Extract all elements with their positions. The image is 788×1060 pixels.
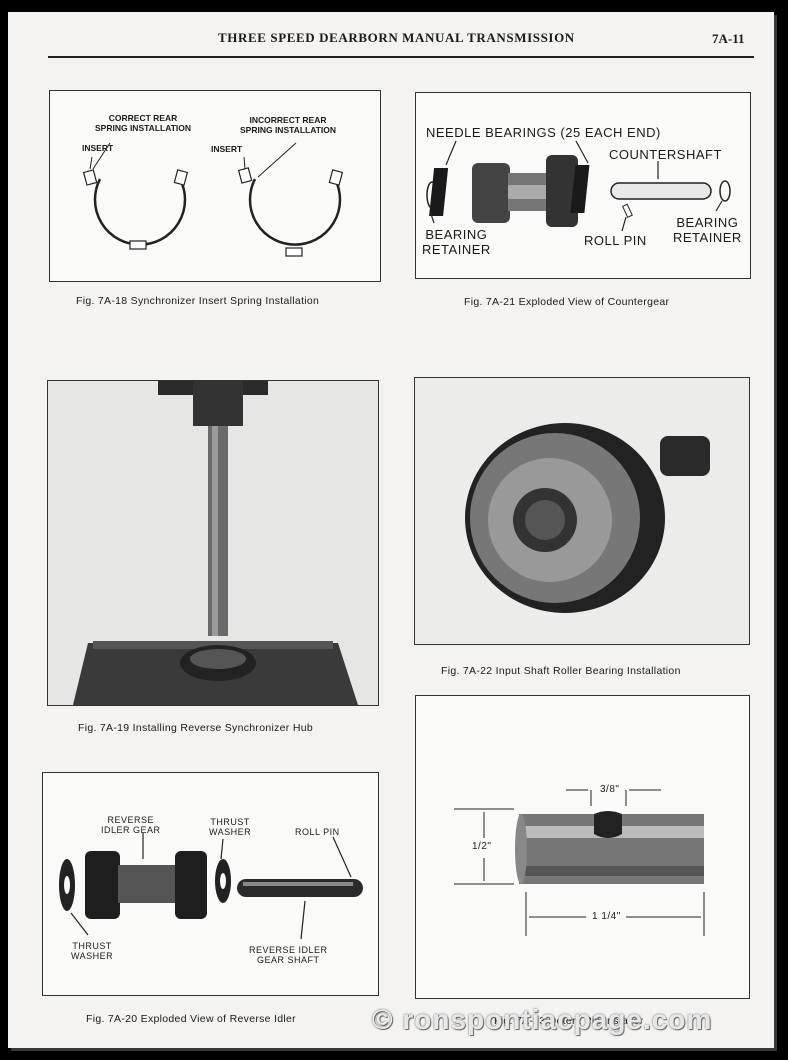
thrust-washer-top-label: THRUST WASHER <box>209 817 252 837</box>
roll-pin-label: ROLL PIN <box>584 233 647 248</box>
fig-7a-21-box: NEEDLE BEARINGS (25 EACH END) COUNTERSHA… <box>415 92 751 279</box>
synchronizer-spring-diagram <box>82 142 344 257</box>
bearing-retainer-right-label: BEARING RETAINER <box>673 215 742 245</box>
dim-three-eighths: 3/8" <box>600 784 620 795</box>
insert-label-left: INSERT <box>82 143 114 153</box>
fig-7a-19-photo <box>47 380 379 706</box>
roll-pin-label-20: ROLL PIN <box>295 827 340 837</box>
reverse-idler-gear-label: REVERSE IDLER GEAR <box>101 815 161 835</box>
dim-one-and-quarter: 1 1/4" <box>592 911 621 922</box>
bearing-retainer-left-label: BEARING RETAINER <box>422 227 491 257</box>
fig-7a-21-caption: Fig. 7A-21 Exploded View of Countergear <box>464 296 670 308</box>
fig-7a-22-photo <box>414 377 750 645</box>
fig-7a-23-box: 3/8" 1/2" 1 1/4" <box>415 695 750 999</box>
page-header-title: THREE SPEED DEARBORN MANUAL TRANSMISSION <box>218 30 575 45</box>
fig-7a-19-caption: Fig. 7A-19 Installing Reverse Synchroniz… <box>78 722 313 734</box>
insert-label-right: INSERT <box>211 144 243 154</box>
dim-one-half: 1/2" <box>472 841 492 852</box>
countershaft-label: COUNTERSHAFT <box>609 147 722 162</box>
correct-spring-label: CORRECT REAR SPRING INSTALLATION <box>95 113 192 133</box>
page-number: 7A-11 <box>712 31 745 46</box>
watermark: © ronspontiacpage.com <box>372 1004 713 1035</box>
input-shaft-bearing-photo <box>465 423 710 613</box>
detent-pin-installer-diagram <box>454 789 705 936</box>
fig-7a-22-caption: Fig. 7A-22 Input Shaft Roller Bearing In… <box>441 665 681 677</box>
header-rule <box>48 56 754 58</box>
reverse-idler-exploded-diagram <box>59 833 363 940</box>
incorrect-spring-label: INCORRECT REAR SPRING INSTALLATION <box>240 115 337 135</box>
fig-7a-20-caption: Fig. 7A-20 Exploded View of Reverse Idle… <box>86 1013 296 1025</box>
reverse-sync-hub-press-photo <box>73 381 358 705</box>
fig-7a-18-caption: Fig. 7A-18 Synchronizer Insert Spring In… <box>76 295 320 307</box>
needle-bearings-label: NEEDLE BEARINGS (25 EACH END) <box>426 125 661 140</box>
countergear-exploded-diagram <box>426 140 731 232</box>
fig-7a-23-caption: Fig. 7A-23 Detent Pin Installer <box>494 1015 644 1027</box>
fig-7a-20-box: REVERSE IDLER GEAR THRUST WASHER ROLL PI… <box>42 772 379 996</box>
fig-7a-18-box: CORRECT REAR SPRING INSTALLATION INCORRE… <box>49 90 381 282</box>
thrust-washer-bottom-label: THRUST WASHER <box>71 941 114 961</box>
reverse-idler-shaft-label: REVERSE IDLER GEAR SHAFT <box>249 945 328 965</box>
